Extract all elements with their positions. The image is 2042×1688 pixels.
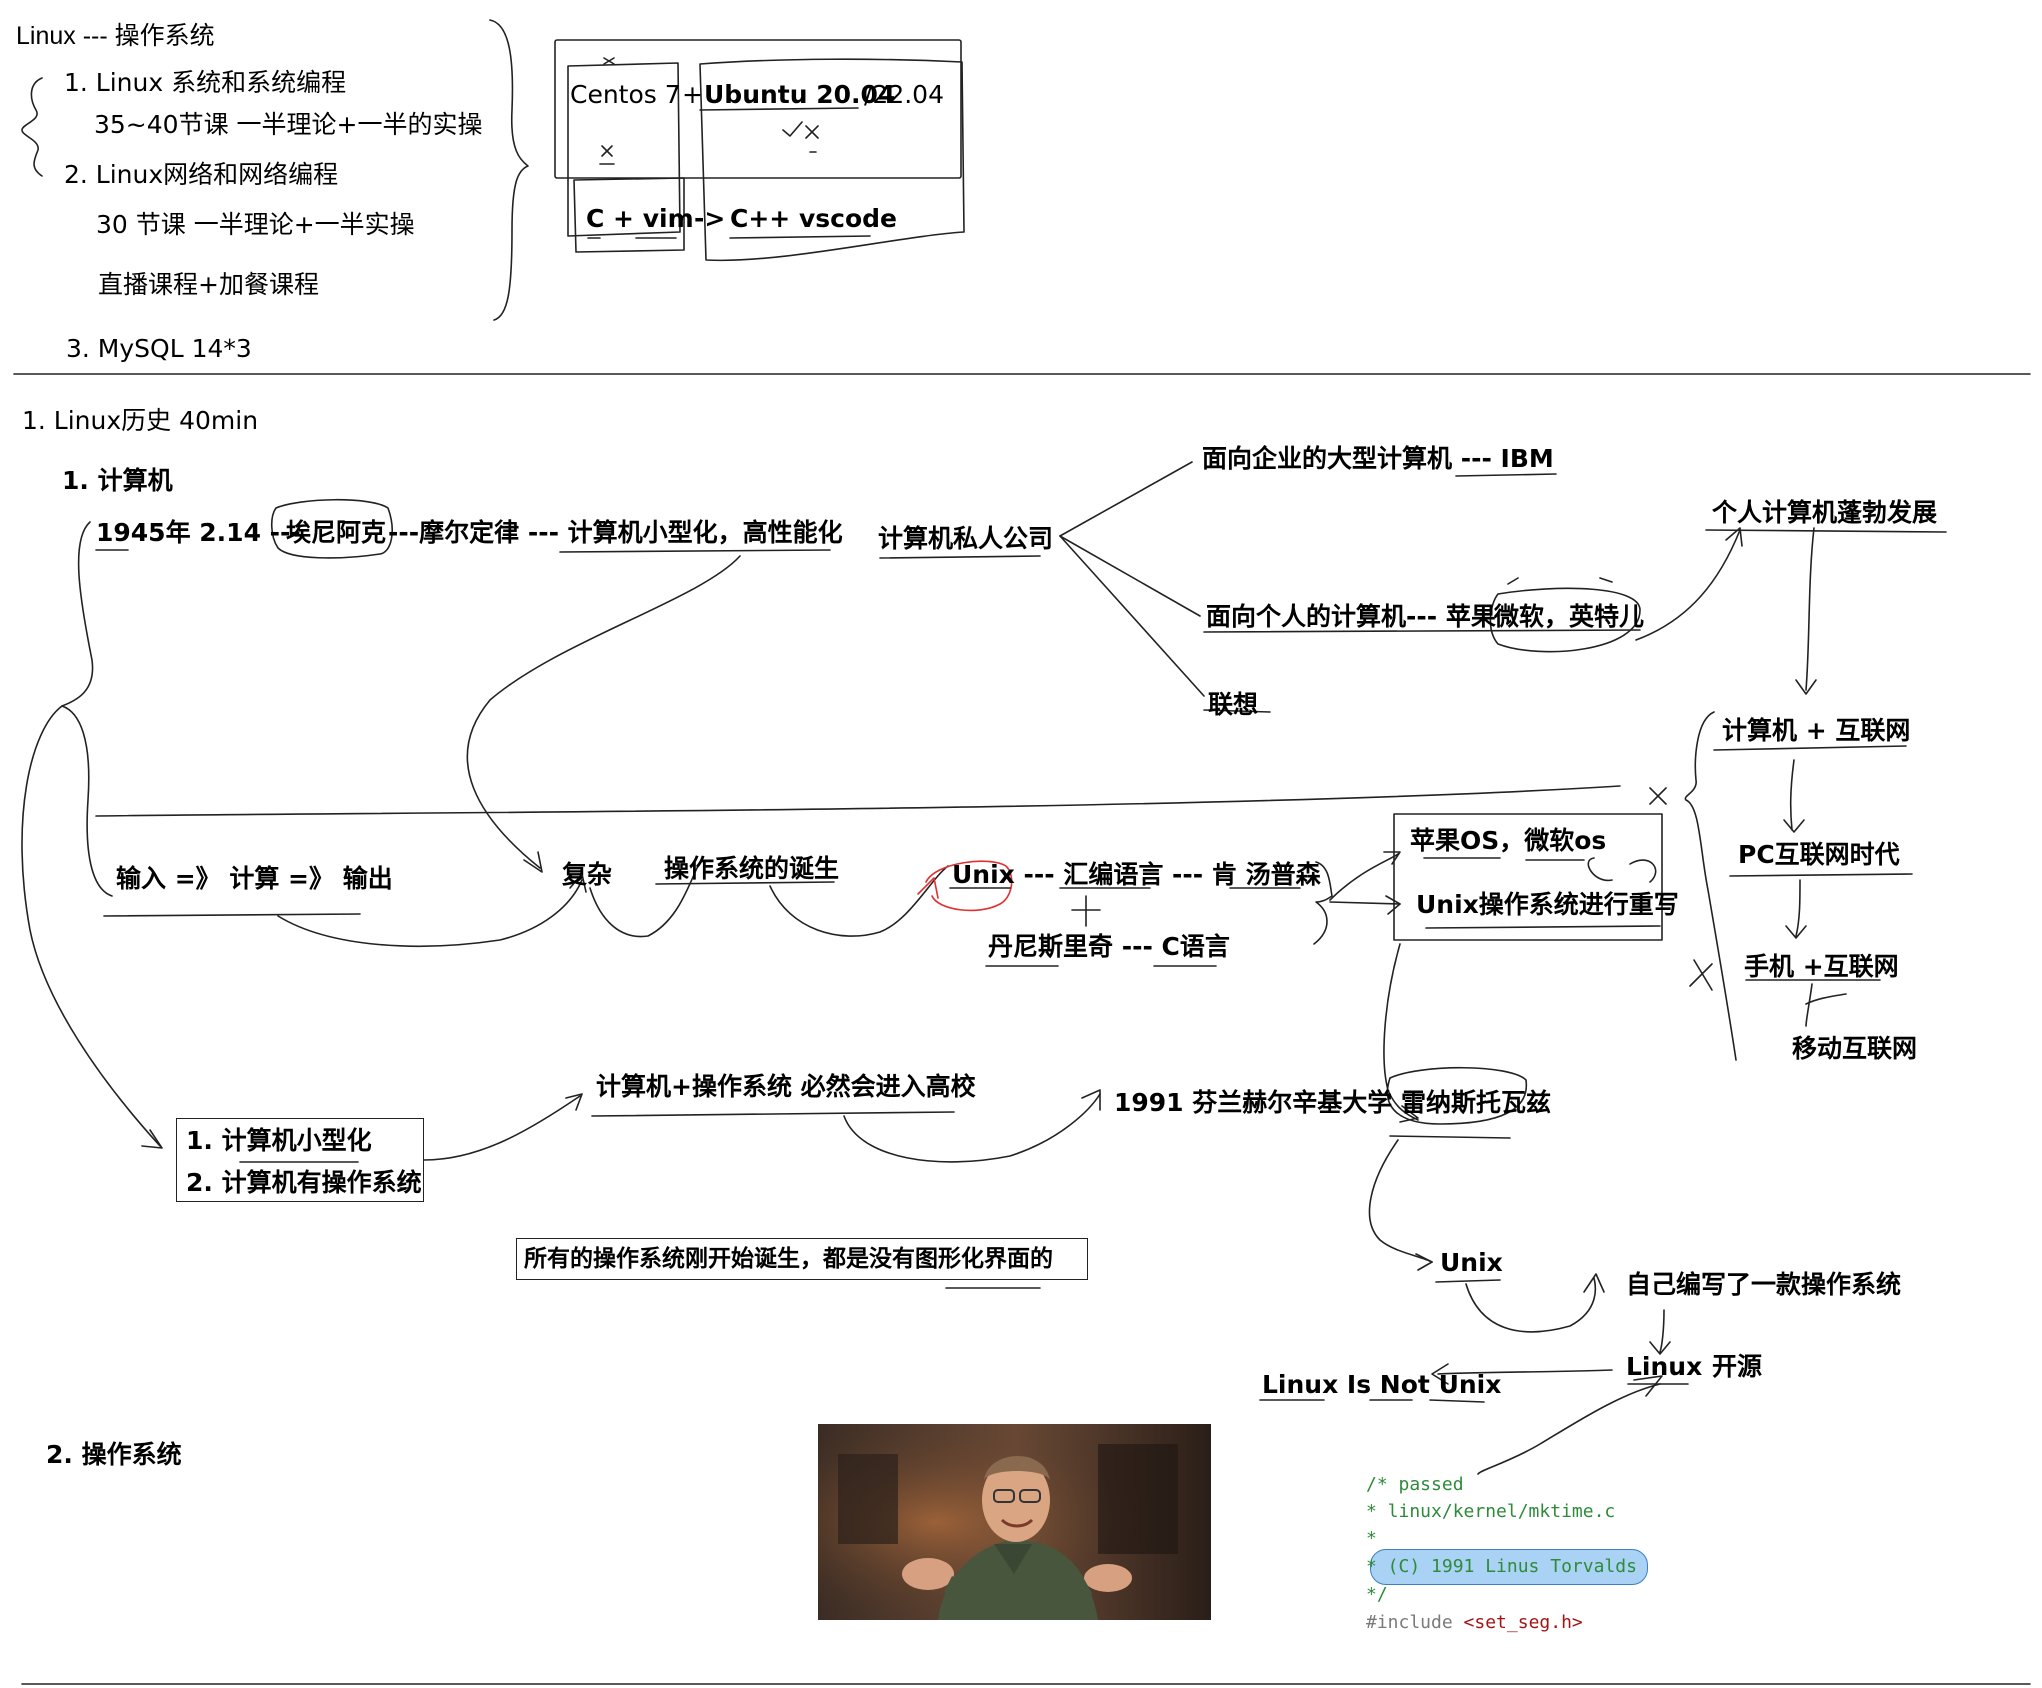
mobile-internet: 移动互联网 — [1792, 1034, 1918, 1063]
vim-box — [573, 177, 685, 253]
linus-1991: 1991 芬兰赫尔辛基大学 雷纳斯托瓦兹 — [1114, 1088, 1551, 1117]
summary-box — [176, 1118, 424, 1202]
personal-computers: 面向个人的计算机--- 苹果 — [1206, 602, 1496, 631]
apple-ms-os: 苹果OS，微软os — [1410, 826, 1607, 855]
enter-university: 计算机+操作系统 必然会进入高校 — [596, 1072, 976, 1101]
open-source: 开源 — [1712, 1352, 1763, 1381]
enterprise-computers: 面向企业的大型计算机 --- IBM — [1202, 444, 1554, 473]
code-line-4: * (C) 1991 Linus Torvalds — [1366, 1556, 1637, 1577]
linux-label: Linux — [1626, 1352, 1703, 1381]
big-right-brace — [489, 19, 529, 321]
spine-curve-down — [21, 705, 161, 1147]
section2-title: 2. 操作系统 — [46, 1440, 182, 1469]
cpp-vscode-label: C++ vscode — [730, 204, 897, 233]
arrow-label: -> — [694, 204, 726, 233]
lenovo: 联想 — [1208, 690, 1259, 719]
pc-plus-internet: 计算机 + 互联网 — [1722, 716, 1911, 745]
copyright-highlight — [1370, 1549, 1648, 1585]
code-line-6: #include <set_seg.h> — [1366, 1612, 1583, 1633]
code-line-3: * — [1366, 1528, 1377, 1549]
c-vim-label: C + vim — [586, 204, 694, 233]
course-2-detail: 30 节课 一半理论+一半实操 — [96, 210, 415, 239]
unix-again: Unix — [1440, 1248, 1503, 1277]
code-line-2: * linux/kernel/mktime.c — [1366, 1501, 1616, 1522]
ubuntu-label: Ubuntu 20.04 — [704, 80, 896, 109]
box-item-2: 2. 计算机有操作系统 — [186, 1168, 422, 1197]
centos-box — [567, 62, 681, 237]
ubuntu-box — [699, 58, 965, 262]
include-header: <set_seg.h> — [1463, 1612, 1583, 1633]
course-2: 2. Linux网络和网络编程 — [64, 160, 339, 189]
course-3: 3. MySQL 14*3 — [66, 334, 252, 363]
code-line-5: */ — [1366, 1584, 1388, 1605]
course-1-detail: 35~40节课 一半理论+一半的实操 — [94, 110, 483, 139]
spine-brace — [61, 521, 113, 897]
complex: 复杂 — [562, 860, 613, 889]
ubuntu-version: /22.04 — [864, 80, 944, 109]
input-compute-output: 输入 =》 计算 =》 输出 — [116, 864, 393, 893]
speaker-photo — [818, 1424, 1211, 1620]
plus-sign: + — [682, 80, 703, 109]
pc-internet-era: PC互联网时代 — [1738, 840, 1900, 869]
centos-label: Centos 7 — [570, 80, 681, 109]
unix-assembly: Unix --- 汇编语言 --- 肯 汤普森 — [952, 860, 1321, 889]
os-birth: 操作系统的诞生 — [664, 854, 840, 883]
miniature-to-complex-arrow — [466, 555, 741, 869]
linux-is-not-unix: Linux Is Not Unix — [1262, 1370, 1502, 1399]
box-item-1: 1. 计算机小型化 — [186, 1126, 372, 1155]
course-1: 1. Linux 系统和系统编程 — [64, 68, 347, 97]
wrote-own-os: 自己编写了一款操作系统 — [1626, 1270, 1902, 1299]
extra-courses: 直播课程+加餐课程 — [98, 270, 319, 299]
left-brace — [21, 77, 43, 177]
moore-law: ---摩尔定律 --- 计算机小型化，高性能化 — [388, 518, 843, 547]
no-gui-box — [516, 1238, 1088, 1280]
microsoft-intel: 微软，英特儿 — [1494, 602, 1645, 631]
unix-circle — [925, 860, 1013, 912]
env-box — [554, 39, 962, 179]
no-gui-note: 所有的操作系统刚开始诞生，都是没有图形化界面的 — [524, 1246, 1053, 1272]
eniac-circle — [270, 498, 393, 559]
linus-circle — [1386, 1066, 1528, 1125]
private-companies: 计算机私人公司 — [878, 524, 1054, 553]
code-line-1: /* passed — [1366, 1474, 1464, 1495]
pc-boom: 个人计算机蓬勃发展 — [1712, 498, 1938, 527]
mobile-plus-internet: 手机 +互联网 — [1744, 952, 1899, 981]
apple-unix-box — [1393, 813, 1663, 941]
dennis-ritchie: 丹尼斯里奇 --- C语言 — [988, 932, 1230, 961]
section1-sub1: 1. 计算机 — [62, 466, 173, 495]
unix-rewrite: Unix操作系统进行重写 — [1416, 890, 1679, 919]
year-1945: 1945年 2.14 --- — [96, 518, 301, 547]
section1-title: 1. Linux历史 40min — [22, 406, 259, 435]
include-directive: #include — [1366, 1612, 1464, 1633]
header-title: Linux --- 操作系统 — [16, 22, 215, 50]
eniac: 埃尼阿克 — [286, 518, 387, 547]
